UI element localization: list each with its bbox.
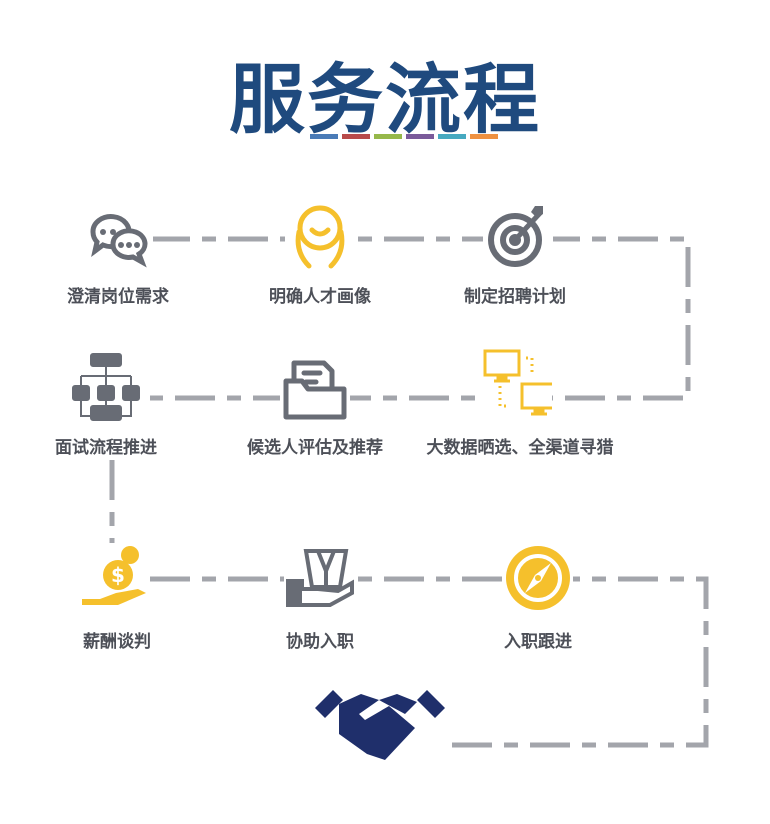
connected-monitors-icon (482, 348, 558, 418)
package-hand-icon (284, 545, 354, 615)
step-label: 入职跟进 (504, 632, 572, 652)
person-portrait-icon (285, 202, 355, 272)
step-label: 制定招聘计划 (464, 287, 566, 307)
step-label: 候选人评估及推荐 (247, 438, 383, 458)
compass-icon (503, 543, 573, 613)
chat-bubbles-icon (83, 202, 153, 272)
coin-hand-icon: $ (80, 543, 150, 613)
handshake-icon (315, 680, 445, 770)
page-title: 服务流程 (229, 55, 541, 144)
step-label: 面试流程推进 (55, 438, 157, 458)
step-label: 薪酬谈判 (83, 632, 151, 652)
step-label: 明确人才画像 (269, 287, 371, 307)
step-label: 大数据晒选、全渠道寻猎 (426, 438, 614, 458)
svg-text:$: $ (111, 563, 125, 587)
color-bar-divider (310, 134, 498, 139)
step-label: 澄清岗位需求 (67, 287, 169, 307)
step-label: 协助入职 (286, 632, 354, 652)
flowchart-icon (71, 352, 141, 422)
folder-document-icon (280, 355, 350, 425)
target-icon (483, 200, 553, 270)
